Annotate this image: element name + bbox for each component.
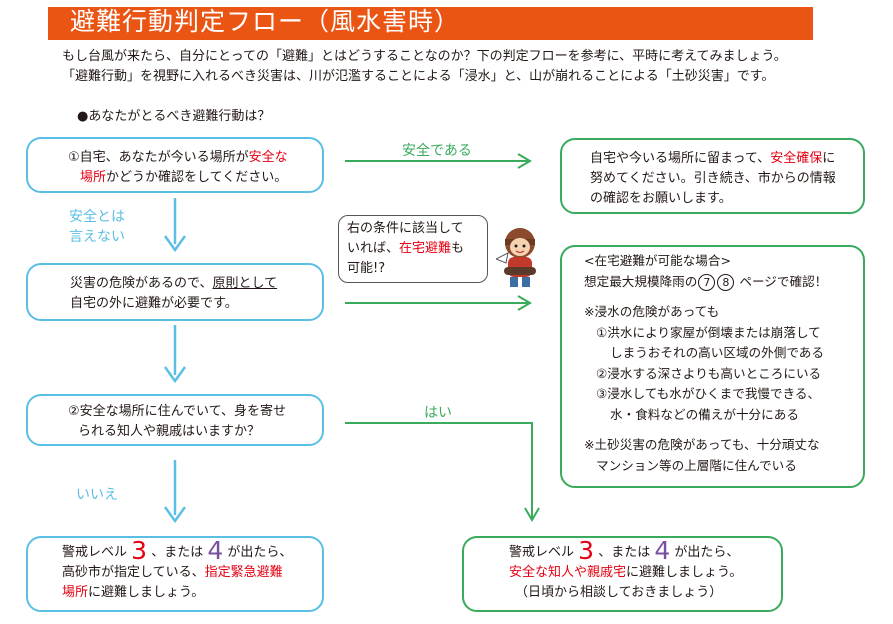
condition-1a: ①洪水により家屋が倒壊または崩落して — [596, 324, 821, 340]
page-title: 避難行動判定フロー（風水害時） — [70, 7, 461, 36]
arrowhead-result-right — [524, 507, 540, 522]
landslide-line2: マンション等の上層階に住んでいる — [596, 457, 797, 473]
condition-3b: 水・食料などの備えが十分にある — [610, 406, 799, 422]
flood-heading: ※浸水の危険があっても — [584, 304, 720, 319]
result-left-line1: 警戒レベル 3 、または 4 が出たら、 — [62, 536, 293, 565]
result-right-line3: （日頃から相談しておきましょう） — [515, 585, 723, 600]
result-right-line2: 安全な知人や親戚宅に避難しましょう。 — [509, 565, 743, 580]
character-mascot-icon — [496, 228, 536, 287]
no-label: いいえ — [76, 487, 118, 503]
speech-bubble: 右の条件に該当して いれば、在宅避難も 可能!? — [338, 215, 488, 283]
step1-box: ①自宅、あなたが今いる場所が安全な 場所かどうか確認をしてください。 — [26, 137, 324, 193]
safe-label: 安全である — [402, 143, 472, 159]
intro-line-1: もし台風が来たら、自分にとっての「避難」とはどうすることなのか？下の判定フローを… — [62, 49, 787, 64]
stay-line3: の確認をお願いします。 — [590, 191, 732, 206]
result-left-box: 警戒レベル 3 、または 4 が出たら、 高砂市が指定している、指定緊急避難 場… — [26, 536, 324, 612]
step2-box: 災害の危険があるので、原則として 自宅の外に避難が必要です。 — [26, 263, 324, 321]
level-3-value: 3 — [131, 536, 148, 565]
level-3-value: 3 — [578, 536, 595, 565]
result-left-line3: 場所に避難しましょう。 — [62, 585, 205, 600]
step3-box: ②安全な場所に住んでいて、身を寄せ られる知人や親戚はいますか？ — [26, 394, 324, 446]
condition-heading: <在宅避難が可能な場合> — [584, 253, 732, 268]
step3-line2: られる知人や親戚はいますか？ — [78, 424, 261, 439]
not-safe-label: 安全とは 言えない — [69, 209, 125, 245]
condition-1b: しまうおそれの高い区域の外側である — [610, 345, 824, 360]
page-number-8-badge: 8 — [717, 273, 735, 291]
title-bar — [48, 7, 813, 40]
yes-label: はい — [424, 405, 452, 421]
step1-line1: ①自宅、あなたが今いる場所が安全な — [68, 150, 288, 165]
arrowhead-stay — [517, 153, 532, 169]
stay-line2: 努めてください。引き続き、市からの情報 — [590, 171, 836, 186]
result-right-line1: 警戒レベル 3 、または 4 が出たら、 — [509, 536, 740, 565]
result-left-line2: 高砂市が指定している、指定緊急避難 — [62, 565, 283, 580]
stay-box: 自宅や今いる場所に留まって、安全確保に 努めてください。引き続き、市からの情報 … — [560, 138, 865, 214]
arrowhead-result-left — [163, 506, 187, 524]
level-4-value: 4 — [207, 536, 224, 565]
arrowhead-conditions — [517, 295, 532, 311]
arrow-yes-to-result-right — [345, 422, 533, 518]
question-heading: ●あなたがとるべき避難行動は？ — [77, 109, 271, 124]
page-number-7-badge: 7 — [698, 273, 716, 291]
step1-line2: 場所かどうか確認をしてください。 — [80, 170, 288, 185]
arrowhead-step3 — [163, 366, 187, 384]
arrowhead-step2 — [163, 235, 187, 253]
condition-2: ②浸水する深さよりも高いところにいる — [596, 365, 822, 381]
step2-line2: 自宅の外に避難が必要です。 — [70, 296, 238, 311]
condition-3a: ③浸水しても水がひくまで我慢できる、 — [596, 386, 821, 401]
level-4-value: 4 — [654, 536, 671, 565]
result-right-box: 警戒レベル 3 、または 4 が出たら、 安全な知人や親戚宅に避難しましょう。 … — [462, 536, 783, 612]
intro-line-2: 「避難行動」を視野に入れるべき災害は、川が氾濫することによる「浸水」と、山が崩れ… — [62, 69, 775, 84]
step2-line1: 災害の危険があるので、原則として — [70, 276, 278, 291]
stay-line1: 自宅や今いる場所に留まって、安全確保に — [590, 151, 836, 166]
landslide-line1: ※土砂災害の危険があっても、十分頑丈な — [584, 437, 820, 452]
step3-line1: ②安全な場所に住んでいて、身を寄せ — [68, 404, 286, 419]
